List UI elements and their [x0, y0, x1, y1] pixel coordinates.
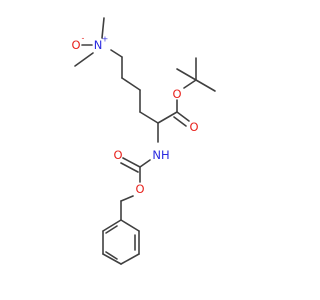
bond-n-methyl-down: [74, 52, 94, 67]
atom-carbamate-ester-oxygen: O: [135, 182, 144, 196]
bond-alpha-carbonyl: [157, 111, 178, 124]
bond-carbamate-o-double-b: [120, 162, 139, 173]
bond-carbonyl-o-double-a: [176, 111, 190, 122]
bond-ring-3: [120, 253, 140, 265]
bond-o-tbu: [183, 79, 197, 89]
charge-plus: +: [102, 35, 109, 44]
bond-carbonyl-o-double-b: [173, 116, 187, 127]
bond-ring-4: [102, 253, 122, 265]
bonds: [74, 17, 216, 265]
bond-ring-6: [102, 219, 122, 232]
charge-minus: -: [82, 34, 85, 43]
bond-nh-carbamate: [139, 159, 151, 168]
bond-o-benzyl: [120, 195, 134, 202]
atom-ester-carbonyl-oxygen: O: [189, 120, 198, 134]
bond-tbu-methyl-left: [176, 68, 197, 81]
bond-n-methyl-up: [101, 17, 105, 39]
atom-carbamate-carbonyl-oxygen: O: [113, 148, 122, 162]
bond-ring-inner-2: [105, 251, 118, 260]
chemical-structure-diagram: O - N + O O NH O O: [0, 0, 300, 300]
bond-tbu-methyl-right: [195, 79, 216, 92]
bond-chain-4: [139, 111, 159, 124]
atom-labels: O - N + O O NH O O: [71, 34, 198, 197]
bond-n-chain: [110, 49, 123, 58]
bond-chain-2: [121, 77, 141, 91]
bond-ring-inner-3: [105, 225, 118, 234]
atom-n-oxide-oxygen: O: [71, 38, 80, 52]
atom-amide-nh: NH: [152, 148, 169, 162]
background: [0, 0, 300, 300]
bond-ring-1: [120, 219, 140, 232]
bond-carbamate-o-double-a: [122, 157, 141, 168]
atom-n-oxide-nitrogen: N: [94, 38, 103, 52]
atom-ester-oxygen: O: [172, 87, 181, 101]
